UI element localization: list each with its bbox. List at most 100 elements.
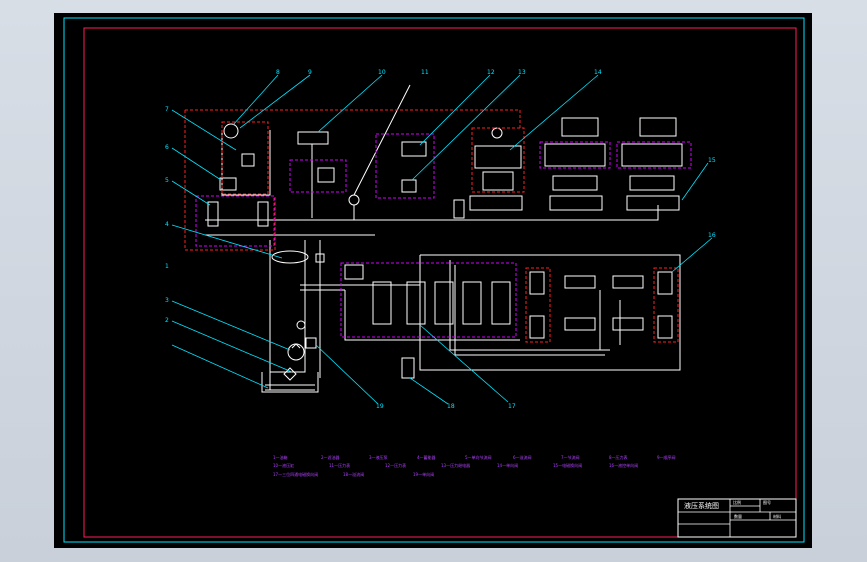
callout-17: 17 bbox=[508, 403, 516, 410]
legend-entry: 4—蓄能器 bbox=[417, 454, 436, 460]
valve-bank-feed bbox=[300, 284, 520, 341]
leader-17 bbox=[419, 324, 509, 403]
leader-3 bbox=[171, 300, 291, 351]
dashed-group-pair-b bbox=[616, 141, 692, 169]
inner-frame bbox=[83, 27, 797, 538]
leader-9 bbox=[239, 74, 311, 129]
callout-16: 16 bbox=[708, 232, 716, 239]
dashed-group-valves bbox=[221, 121, 269, 195]
title-cell-d: 材料 bbox=[773, 513, 781, 519]
bank-valve-5 bbox=[491, 281, 511, 325]
callout-6: 6 bbox=[165, 144, 169, 151]
callout-14: 14 bbox=[594, 69, 602, 76]
relief-valve-6 bbox=[219, 177, 237, 191]
pump-arrow bbox=[291, 343, 301, 349]
pump-lines bbox=[205, 234, 375, 390]
relief-valve-18 bbox=[401, 357, 415, 379]
throttle-valve-right bbox=[257, 201, 269, 227]
throttle-valve-left bbox=[207, 201, 219, 227]
actuator-cylinder-3 bbox=[564, 317, 596, 331]
leader-7 bbox=[171, 109, 237, 151]
leader-4 bbox=[171, 224, 283, 259]
legend-entry: 17—三位四通电磁换向阀 bbox=[273, 471, 318, 477]
throttle-valve-7 bbox=[241, 153, 255, 167]
legend-entry: 14—单向阀 bbox=[497, 462, 518, 468]
leader-19 bbox=[315, 344, 379, 405]
actuator-cylinder-1 bbox=[564, 275, 596, 289]
accumulator-valve bbox=[315, 253, 325, 263]
solenoid-valve-b bbox=[626, 195, 680, 211]
hydraulic-lock-right-lower bbox=[657, 315, 673, 339]
legend-entry: 15—电磁换向阀 bbox=[553, 462, 582, 468]
pilot-valve bbox=[344, 264, 364, 280]
cylinder-top-b bbox=[639, 117, 677, 137]
callout-15: 15 bbox=[708, 157, 716, 164]
dashed-group-lock-left bbox=[525, 267, 551, 343]
solenoid-valve-a bbox=[549, 195, 603, 211]
legend-entry: 1—油箱 bbox=[273, 454, 288, 460]
title-cell-c: 数量 bbox=[734, 513, 742, 519]
leader-1 bbox=[171, 344, 269, 389]
leader-12 bbox=[419, 74, 491, 146]
check-valve-14 bbox=[482, 171, 514, 191]
legend-entry: 13—压力继电器 bbox=[441, 462, 470, 468]
tank bbox=[261, 372, 319, 393]
legend-entry: 8—压力表 bbox=[609, 454, 628, 460]
pressure-gauge-lower bbox=[296, 320, 306, 330]
bank-valve-2 bbox=[406, 281, 426, 325]
outer-border bbox=[63, 17, 805, 543]
callout-7: 7 bbox=[165, 106, 169, 113]
drawing-sheet bbox=[54, 13, 812, 548]
dashed-group-14 bbox=[471, 127, 525, 193]
callout-3: 3 bbox=[165, 297, 169, 304]
title-cell-b: 图号 bbox=[763, 499, 771, 505]
dashed-group-throttle bbox=[195, 195, 275, 247]
accumulator bbox=[271, 250, 309, 264]
leader-10 bbox=[317, 74, 383, 133]
check-pair-a bbox=[552, 175, 598, 191]
leader-15 bbox=[681, 162, 709, 201]
dashed-group-12 bbox=[375, 133, 435, 199]
relief-13 bbox=[401, 179, 417, 193]
hydraulic-lock-left-upper bbox=[529, 271, 545, 295]
bank-valve-1 bbox=[372, 281, 392, 325]
drawing-title: 液压系统图 bbox=[684, 501, 719, 510]
leader-6 bbox=[171, 147, 222, 181]
legend-entry: 18—溢流阀 bbox=[343, 471, 364, 477]
valve-pair-a bbox=[544, 143, 606, 167]
leader-13 bbox=[411, 74, 521, 181]
callout-9: 9 bbox=[308, 69, 312, 76]
legend-entry: 6—溢流阀 bbox=[513, 454, 532, 460]
check-valve-19 bbox=[305, 337, 317, 349]
dashed-group-bank bbox=[340, 262, 517, 338]
gauge-8 bbox=[223, 123, 239, 139]
leader-16 bbox=[671, 237, 713, 273]
tank-line bbox=[265, 384, 315, 391]
legend-entry: 16—液控单向阀 bbox=[609, 462, 638, 468]
legend-entry: 10—液压缸 bbox=[273, 462, 294, 468]
legend-entry: 3—液压泵 bbox=[369, 454, 388, 460]
leader-8 bbox=[232, 74, 279, 126]
valve-12 bbox=[401, 141, 427, 157]
bank-valve-4 bbox=[462, 281, 482, 325]
valve-10 bbox=[317, 167, 335, 183]
callout-8: 8 bbox=[276, 69, 280, 76]
legend-entry: 11—压力表 bbox=[329, 462, 350, 468]
leader-5 bbox=[171, 180, 211, 206]
callout-12: 12 bbox=[487, 69, 495, 76]
callout-10: 10 bbox=[378, 69, 386, 76]
callout-19: 19 bbox=[376, 403, 384, 410]
actuator-cylinder-4 bbox=[612, 317, 644, 331]
cylinder-10 bbox=[297, 131, 329, 145]
title-cell-a: 比例 bbox=[733, 499, 741, 505]
check-pair-b bbox=[629, 175, 675, 191]
callout-13: 13 bbox=[518, 69, 526, 76]
title-block-frame bbox=[677, 498, 797, 538]
callout-1: 1 bbox=[165, 263, 169, 270]
leader-lines bbox=[171, 74, 713, 405]
legend-entry: 19—单向阀 bbox=[413, 471, 434, 477]
title-block: 液压系统图 比例 图号 数量 材料 bbox=[677, 498, 797, 538]
